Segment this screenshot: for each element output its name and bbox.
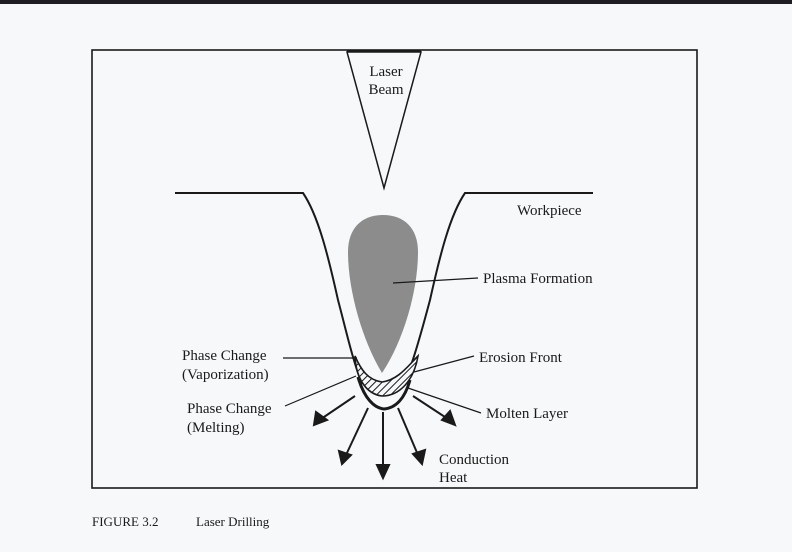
plasma-plume bbox=[348, 215, 418, 373]
figure-number: FIGURE 3.2 bbox=[92, 514, 159, 529]
erosion-leader bbox=[413, 355, 475, 373]
erosion-label: Erosion Front bbox=[479, 350, 563, 366]
molten-zone bbox=[354, 353, 420, 397]
conduction-label-line1: Conduction bbox=[439, 452, 509, 468]
phase-vapor-label-line1: Phase Change bbox=[182, 348, 267, 364]
molten-label: Molten Layer bbox=[486, 406, 568, 422]
plasma-label: Plasma Formation bbox=[483, 271, 593, 287]
leader-lines bbox=[283, 277, 482, 414]
heat-arrow bbox=[397, 407, 419, 456]
heat-arrow-head bbox=[337, 449, 353, 466]
plasma-leader bbox=[392, 277, 479, 284]
phase-melt-label-line1: Phase Change bbox=[187, 401, 272, 417]
molten-leader bbox=[407, 387, 482, 414]
heat-arrow-head bbox=[440, 409, 457, 427]
heat-arrow bbox=[320, 395, 356, 420]
phase-vapor-label-line2: (Vaporization) bbox=[182, 367, 269, 383]
conduction-heat-arrows bbox=[312, 395, 457, 481]
heat-arrow-head bbox=[411, 448, 427, 467]
heat-arrow bbox=[412, 395, 449, 420]
heat-arrow-head bbox=[375, 464, 391, 481]
laser-beam: Laser Beam bbox=[346, 49, 422, 191]
figure-caption: FIGURE 3.2 Laser Drilling bbox=[92, 514, 269, 530]
melting-leader bbox=[284, 375, 357, 407]
heat-arrow bbox=[345, 407, 369, 456]
laser-label-line2: Beam bbox=[369, 82, 404, 98]
workpiece bbox=[175, 192, 593, 385]
conduction-label-line2: Heat bbox=[439, 470, 468, 486]
heat-arrow-head bbox=[312, 410, 330, 427]
workpiece-label: Workpiece bbox=[517, 203, 582, 219]
phase-melt-label-line2: (Melting) bbox=[187, 420, 245, 436]
melt-boundary bbox=[356, 376, 412, 411]
hole-right-wall bbox=[409, 192, 593, 369]
figure-title: Laser Drilling bbox=[196, 514, 270, 529]
laser-label-line1: Laser bbox=[369, 64, 402, 80]
scan-top-edge bbox=[0, 0, 792, 4]
hole-left-wall bbox=[175, 192, 363, 385]
